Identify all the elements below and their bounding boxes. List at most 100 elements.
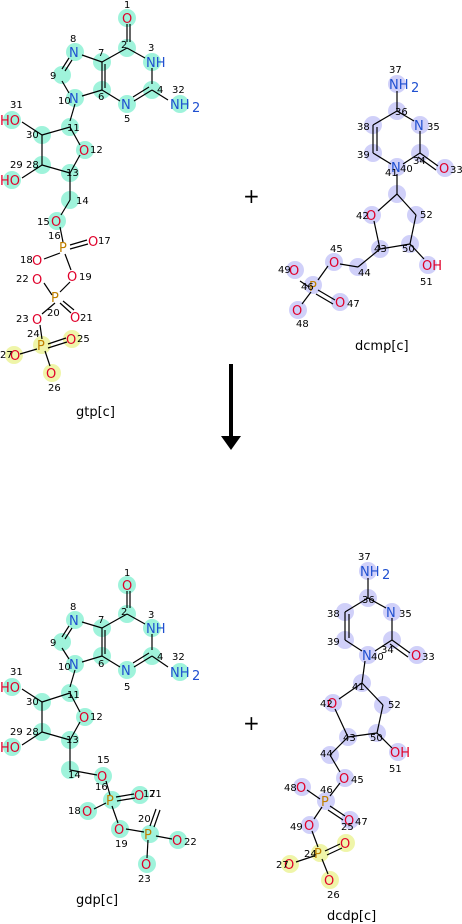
- svg-text:37: 37: [358, 552, 371, 563]
- svg-text:27: 27: [0, 350, 13, 361]
- gtp-bonds: [19, 24, 169, 367]
- svg-text:O: O: [344, 814, 354, 829]
- svg-text:26: 26: [327, 890, 340, 901]
- svg-text:40: 40: [400, 164, 413, 175]
- svg-text:O: O: [32, 313, 42, 328]
- svg-text:O: O: [304, 819, 314, 834]
- svg-text:O: O: [324, 874, 334, 889]
- svg-text:O: O: [97, 770, 107, 785]
- gtp-name: gtp[c]: [76, 405, 115, 420]
- svg-text:P: P: [144, 828, 152, 843]
- svg-text:47: 47: [347, 299, 360, 310]
- svg-text:P: P: [314, 847, 322, 862]
- svg-text:9: 9: [50, 638, 56, 649]
- svg-text:23: 23: [16, 314, 29, 325]
- svg-text:7: 7: [98, 48, 104, 59]
- svg-text:N: N: [69, 614, 79, 629]
- svg-text:43: 43: [374, 244, 387, 255]
- svg-text:NH: NH: [146, 622, 166, 637]
- svg-text:O: O: [366, 209, 376, 224]
- svg-text:34: 34: [413, 156, 426, 167]
- svg-text:O: O: [340, 837, 350, 852]
- svg-text:O: O: [335, 296, 345, 311]
- svg-text:O: O: [32, 273, 42, 288]
- svg-text:NH: NH: [146, 56, 166, 71]
- dcdp-indices: 37 36 35 34 33 40 38 39 41 42 52 50 43 4…: [276, 552, 435, 901]
- svg-text:29: 29: [10, 160, 23, 171]
- svg-text:13: 13: [66, 735, 79, 746]
- svg-text:17: 17: [143, 789, 156, 800]
- svg-text:O: O: [66, 333, 76, 348]
- svg-text:NH: NH: [170, 666, 190, 681]
- svg-text:O: O: [10, 349, 20, 364]
- svg-text:2: 2: [382, 568, 390, 583]
- dcmp-indices: 37 36 35 34 33 40 38 39 41 42 52 50 43 4…: [278, 65, 462, 330]
- svg-text:28: 28: [26, 727, 39, 738]
- svg-text:6: 6: [98, 659, 104, 670]
- svg-text:O: O: [51, 215, 61, 230]
- svg-text:2: 2: [192, 101, 200, 116]
- svg-text:O: O: [46, 367, 56, 382]
- svg-text:O: O: [284, 858, 294, 873]
- svg-text:51: 51: [389, 764, 402, 775]
- svg-text:HO: HO: [0, 741, 20, 756]
- svg-text:N: N: [391, 161, 401, 176]
- svg-text:29: 29: [10, 727, 23, 738]
- svg-text:24: 24: [27, 329, 40, 340]
- svg-text:2: 2: [411, 81, 419, 96]
- svg-text:20: 20: [138, 814, 151, 825]
- dcdp-name: dcdp[c]: [327, 909, 376, 924]
- svg-text:4: 4: [157, 652, 163, 663]
- svg-text:45: 45: [351, 775, 364, 786]
- svg-text:52: 52: [420, 210, 433, 221]
- svg-text:8: 8: [70, 602, 76, 613]
- gtp-indices: 1 2 3 4 32 5 6 7 8 9 10 11 12 13 14 15 1…: [0, 0, 185, 394]
- reaction-arrow: [221, 364, 241, 450]
- svg-text:15: 15: [37, 217, 50, 228]
- svg-text:35: 35: [427, 122, 440, 133]
- svg-text:N: N: [69, 46, 79, 61]
- svg-text:HO: HO: [0, 174, 20, 189]
- svg-text:N: N: [69, 92, 79, 107]
- svg-text:P: P: [59, 241, 67, 256]
- svg-text:23: 23: [138, 874, 151, 885]
- svg-text:35: 35: [399, 609, 412, 620]
- svg-text:NH: NH: [389, 78, 409, 93]
- svg-text:O: O: [70, 311, 80, 326]
- svg-text:10: 10: [58, 96, 71, 107]
- svg-text:8: 8: [70, 34, 76, 45]
- svg-text:27: 27: [276, 860, 289, 871]
- svg-text:O: O: [141, 858, 151, 873]
- svg-text:P: P: [321, 795, 329, 810]
- svg-text:32: 32: [172, 85, 185, 96]
- svg-text:26: 26: [48, 383, 61, 394]
- svg-text:16: 16: [95, 782, 108, 793]
- svg-text:N: N: [121, 664, 131, 679]
- svg-text:1: 1: [124, 568, 130, 579]
- svg-text:NH: NH: [360, 565, 380, 580]
- svg-text:14: 14: [68, 770, 81, 781]
- svg-text:38: 38: [357, 122, 370, 133]
- svg-text:33: 33: [422, 652, 435, 663]
- svg-text:21: 21: [149, 789, 162, 800]
- svg-text:O: O: [82, 805, 92, 820]
- svg-text:O: O: [79, 711, 89, 726]
- svg-text:O: O: [296, 781, 306, 796]
- svg-text:N: N: [414, 119, 424, 134]
- svg-text:O: O: [79, 144, 89, 159]
- svg-text:37: 37: [389, 65, 402, 76]
- svg-text:48: 48: [284, 783, 297, 794]
- svg-text:O: O: [329, 256, 339, 271]
- plus-sign-bottom: +: [243, 711, 260, 735]
- svg-text:11: 11: [67, 690, 80, 701]
- svg-text:13: 13: [66, 168, 79, 179]
- dcmp-name: dcmp[c]: [355, 339, 409, 354]
- svg-text:51: 51: [420, 277, 433, 288]
- svg-text:2: 2: [121, 607, 127, 618]
- svg-text:O: O: [439, 162, 449, 177]
- svg-text:O: O: [122, 579, 132, 594]
- svg-text:50: 50: [402, 244, 415, 255]
